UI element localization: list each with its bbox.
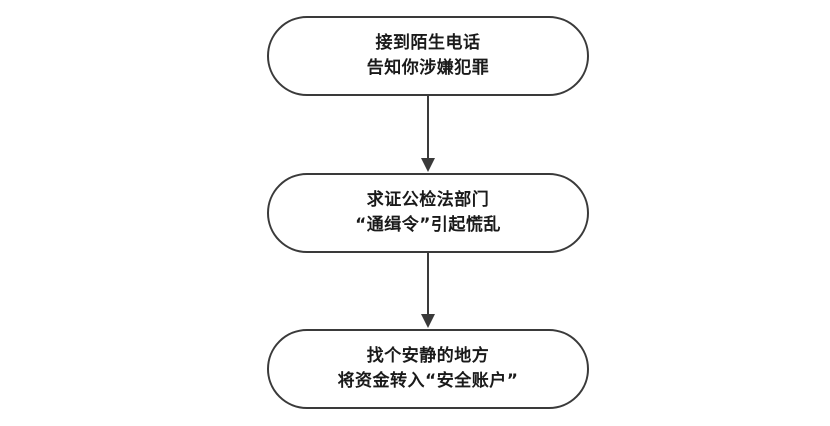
flow-step-1: 接到陌生电话 告知你涉嫌犯罪 (267, 16, 589, 96)
flow-step-1-line-2: 告知你涉嫌犯罪 (366, 58, 490, 78)
arrow-2-head (421, 314, 435, 328)
flow-step-3-line-2: 将资金转入“安全账户” (337, 371, 519, 391)
flow-step-2: 求证公检法部门 “通缉令”引起慌乱 (267, 173, 589, 253)
flow-step-2-line-2: “通缉令”引起慌乱 (355, 215, 501, 235)
arrow-2-to-3 (421, 253, 435, 328)
arrow-1-to-2 (421, 96, 435, 172)
flow-step-3: 找个安静的地方 将资金转入“安全账户” (267, 329, 589, 409)
flow-step-2-line-1: 求证公检法部门 (366, 190, 490, 210)
arrow-1-head (421, 158, 435, 172)
flow-step-1-line-1: 接到陌生电话 (375, 33, 481, 53)
flow-step-3-line-1: 找个安静的地方 (366, 346, 490, 366)
